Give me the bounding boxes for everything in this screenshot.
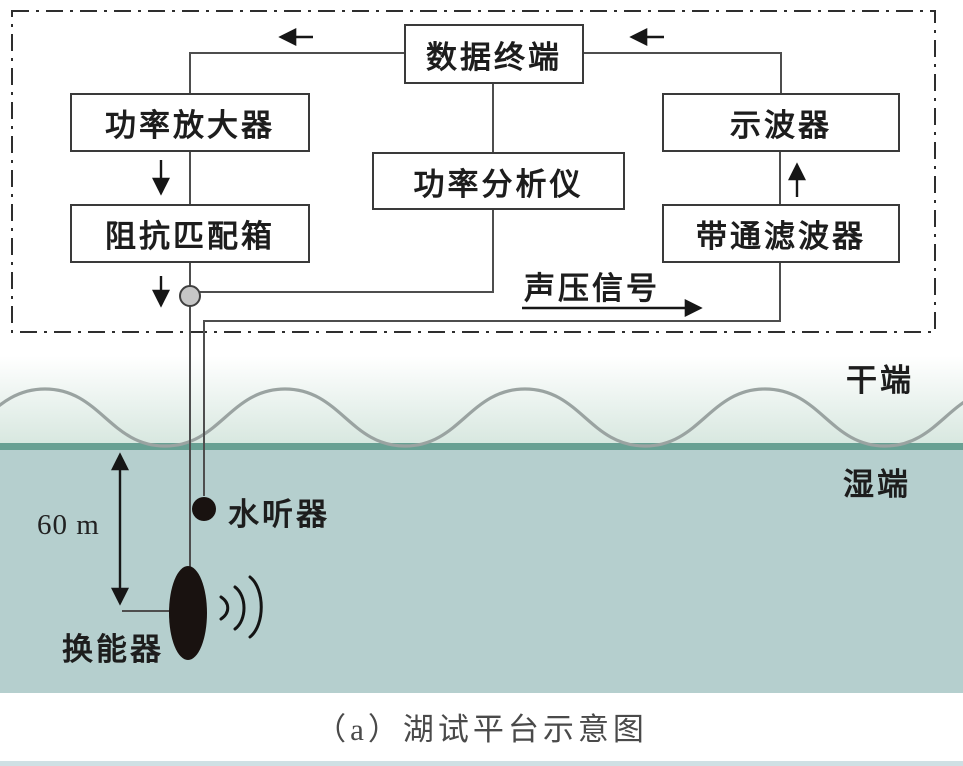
wire-poweranalyzer-to-junction (200, 210, 494, 293)
box-bandpass-filter: 带通滤波器 (662, 204, 900, 263)
water-wave-line (0, 387, 963, 448)
wire-dataterminal-to-poweramplifier (189, 52, 404, 93)
connection-wires (122, 52, 782, 612)
flow-arrows (111, 28, 806, 606)
transducer-label: 换能器 (62, 632, 164, 667)
box-oscilloscope: 示波器 (662, 93, 900, 152)
sound-pressure-signal-label: 声压信号 (524, 271, 660, 306)
wire-hydrophone-to-bandpassfilter (203, 263, 781, 496)
wet-end-label: 湿端 (843, 467, 911, 502)
dry-end-enclosure-border (11, 10, 936, 333)
box-data-terminal: 数据终端 (404, 24, 584, 84)
transducer-shape (169, 566, 207, 660)
sky-gradient (0, 356, 963, 446)
box-label: 示波器 (730, 108, 832, 143)
depth-label: 60 m (37, 509, 100, 541)
page-bottom-strip (0, 761, 963, 766)
box-label: 阻抗匹配箱 (105, 219, 275, 254)
box-label: 带通滤波器 (696, 219, 866, 254)
wire-oscilloscope-to-dataterminal (584, 52, 782, 93)
sound-wave-icon (219, 575, 263, 639)
water-body (0, 450, 963, 693)
box-power-amplifier: 功率放大器 (70, 93, 310, 152)
hydrophone-dot (192, 497, 216, 521)
waterline-band (0, 443, 963, 450)
figure-caption: （a）湖试平台示意图 (315, 712, 648, 747)
box-impedance-matching-box: 阻抗匹配箱 (70, 204, 310, 263)
box-label: 功率分析仪 (413, 166, 584, 202)
cable-junction-node (179, 285, 201, 307)
box-label: 数据终端 (426, 39, 562, 75)
dry-end-label: 干端 (846, 363, 914, 398)
box-power-analyzer: 功率分析仪 (372, 152, 625, 210)
hydrophone-label: 水听器 (228, 497, 330, 532)
box-label: 功率放大器 (105, 108, 275, 143)
